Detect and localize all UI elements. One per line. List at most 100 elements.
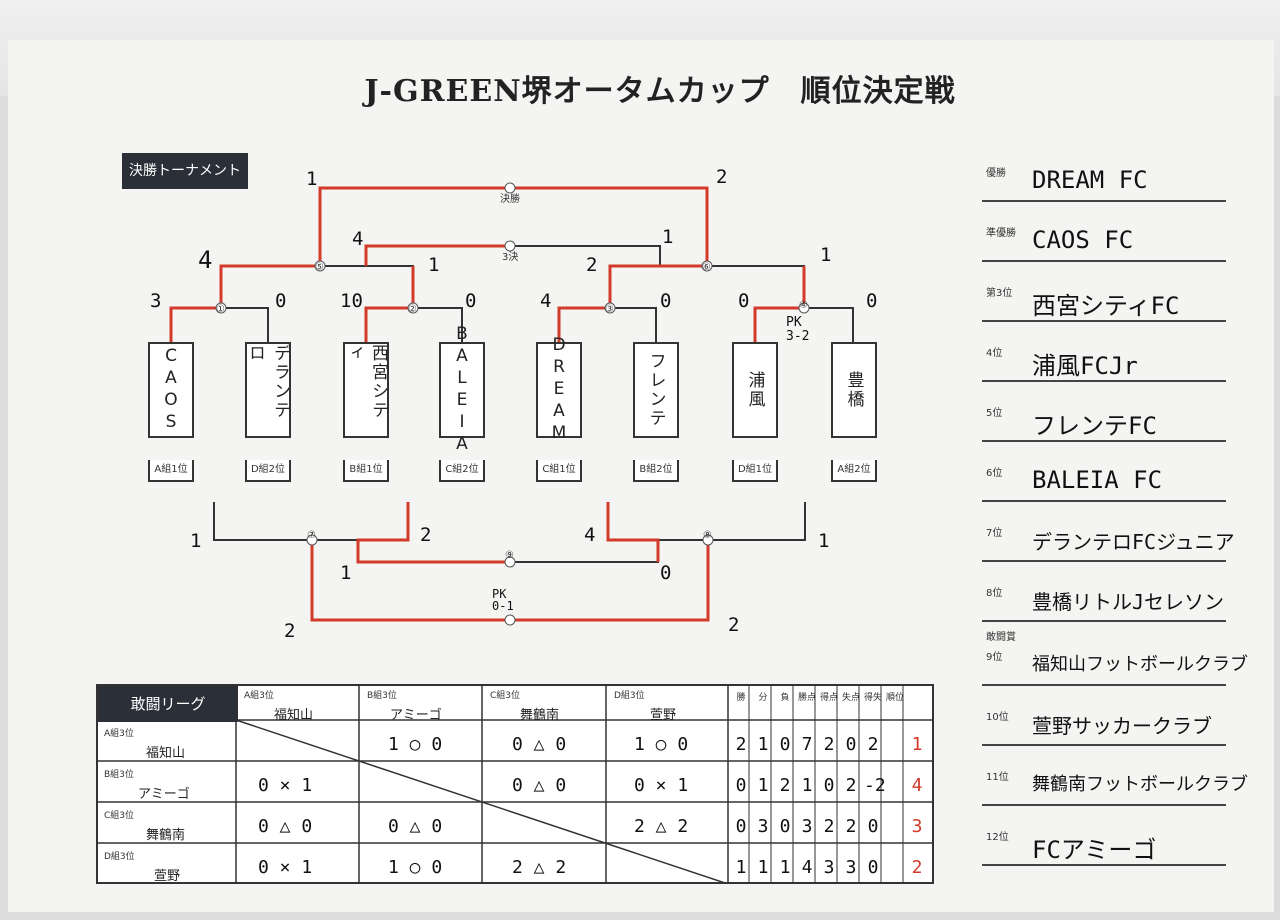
score-final-caos: 1: [306, 168, 318, 190]
row-name: アミーゴ: [138, 787, 190, 802]
col-name: 舞鶴南: [520, 708, 560, 723]
result-cell: 1 ○ 0: [388, 734, 443, 755]
tournament-tag: 決勝トーナメント: [122, 153, 248, 189]
stat-cell: -2: [864, 775, 886, 796]
rank-cell: 3: [911, 816, 923, 837]
stat-cell: 1: [757, 857, 769, 878]
stat-header: 分: [758, 693, 768, 703]
match-4-label: ④: [799, 300, 808, 311]
rank-team: 浦風FCJr: [1032, 352, 1138, 380]
fighting-spirit-label: 敢闘賞: [986, 632, 1016, 643]
team-slot-urakaze: D組1位: [732, 460, 778, 482]
match-3-label: ③: [605, 304, 614, 315]
rank-team: 福知山フットボールクラブ: [1032, 654, 1248, 675]
col-group: C組3位: [490, 691, 521, 701]
ranking-row: 8位豊橋リトルJセレソン: [982, 580, 1226, 622]
score-r1-toyohashi: 0: [866, 290, 878, 312]
row-group: A組3位: [104, 729, 134, 739]
result-cell: 0 × 1: [634, 775, 689, 796]
match-6-label: ⑥: [702, 262, 711, 273]
score-l-frente: 4: [584, 524, 596, 546]
stat-cell: 3: [757, 816, 769, 837]
final-label: 決勝: [500, 194, 520, 205]
score-semi-caos: 4: [198, 246, 213, 274]
rank-cell: 1: [911, 734, 923, 755]
score-r1-nishinomiya: 10: [340, 290, 363, 312]
team-box-urakaze: 浦風: [732, 342, 778, 438]
score-l-baleia: 2: [420, 524, 432, 546]
league-title: 敢闘リーグ: [98, 686, 238, 722]
stat-cell: 2: [867, 734, 879, 755]
stat-header: 得点: [820, 693, 839, 703]
rank-team: 舞鶴南フットボールクラブ: [1032, 774, 1248, 795]
rank-label: 9位: [986, 652, 1003, 663]
result-cell: 0 △ 0: [512, 775, 567, 796]
stat-cell: 0: [867, 816, 879, 837]
result-cell: 0 △ 0: [258, 816, 313, 837]
rank-team: フレンテFC: [1032, 412, 1157, 440]
rank-team: DREAM FC: [1032, 166, 1148, 194]
row-group: C組3位: [104, 811, 135, 821]
score-l-mid-left: 1: [340, 562, 352, 584]
team-box-frente: フレンテ: [633, 342, 679, 438]
row-group: D組3位: [104, 852, 135, 862]
col-name: 萱野: [650, 708, 677, 723]
stat-cell: 1: [757, 775, 769, 796]
score-third-nishinomiya: 4: [352, 228, 364, 250]
rank-label: 第3位: [986, 288, 1013, 299]
third-place-label: 3決: [502, 252, 519, 263]
team-box-baleia: BALEIA: [439, 324, 485, 456]
ranking-row: 第3位 西宮シティFC: [982, 280, 1226, 322]
stat-cell: 2: [823, 816, 835, 837]
score-r1-dream: 4: [540, 290, 552, 312]
rank-label: 4位: [986, 348, 1003, 359]
stat-cell: 2: [823, 734, 835, 755]
score-semi-urakaze: 1: [820, 244, 832, 266]
stat-cell: 0: [845, 734, 857, 755]
ranking-row: 11位舞鶴南フットボールクラブ: [982, 764, 1248, 806]
score-l-final-right: 2: [728, 614, 740, 636]
stat-cell: 2: [779, 775, 791, 796]
ranking-row: 10位萱野サッカークラブ: [982, 704, 1226, 746]
result-cell: 0 △ 0: [388, 816, 443, 837]
result-cell: 0 × 1: [258, 857, 313, 878]
stat-cell: 2: [735, 734, 747, 755]
score-r1-delantero: 0: [275, 290, 287, 312]
rank-cell: 2: [911, 857, 923, 878]
score-l-toyohashi: 1: [818, 530, 830, 552]
stat-cell: 2: [845, 816, 857, 837]
rank-cell: 4: [911, 775, 923, 796]
ranking-row: 7位デランテロFCジュニア: [982, 520, 1235, 562]
match-7-label: ⑦: [307, 530, 316, 541]
stat-header: 得失: [864, 693, 883, 703]
score-third-urakaze: 1: [662, 226, 674, 248]
match-5-label: ⑤: [315, 262, 324, 273]
rank-team: 豊橋リトルJセレソン: [1032, 590, 1225, 614]
match-9-label: ⑨: [505, 550, 514, 561]
stat-header: 負: [780, 693, 790, 703]
score-r1-caos: 3: [150, 290, 162, 312]
rank-label: 優勝: [986, 168, 1006, 179]
match-2-label: ②: [408, 304, 417, 315]
page-title: J-GREEN堺オータムカップ 順位決定戦: [364, 74, 956, 109]
ranking-row: 4位 浦風FCJr: [982, 340, 1226, 382]
rank-label: 12位: [986, 832, 1009, 843]
rank-team: 西宮シティFC: [1032, 292, 1180, 320]
col-name: 福知山: [274, 708, 314, 723]
team-slot-frente: B組2位: [633, 460, 679, 482]
stat-header: 勝点: [798, 693, 817, 703]
ranking-row: 優勝 DREAM FC: [982, 160, 1226, 202]
score-semi-dream: 2: [586, 254, 598, 276]
row-name: 舞鶴南: [146, 828, 186, 843]
stat-cell: 0: [735, 775, 747, 796]
rank-team: 萱野サッカークラブ: [1032, 714, 1212, 738]
ranking-row: 5位フレンテFC: [982, 400, 1226, 442]
rank-label: 準優勝: [986, 228, 1016, 239]
result-cell: 0 △ 0: [512, 734, 567, 755]
stat-cell: 3: [845, 857, 857, 878]
team-slot-toyohashi: A組2位: [831, 460, 877, 482]
team-box-toyohashi: 豊橋: [831, 342, 877, 438]
